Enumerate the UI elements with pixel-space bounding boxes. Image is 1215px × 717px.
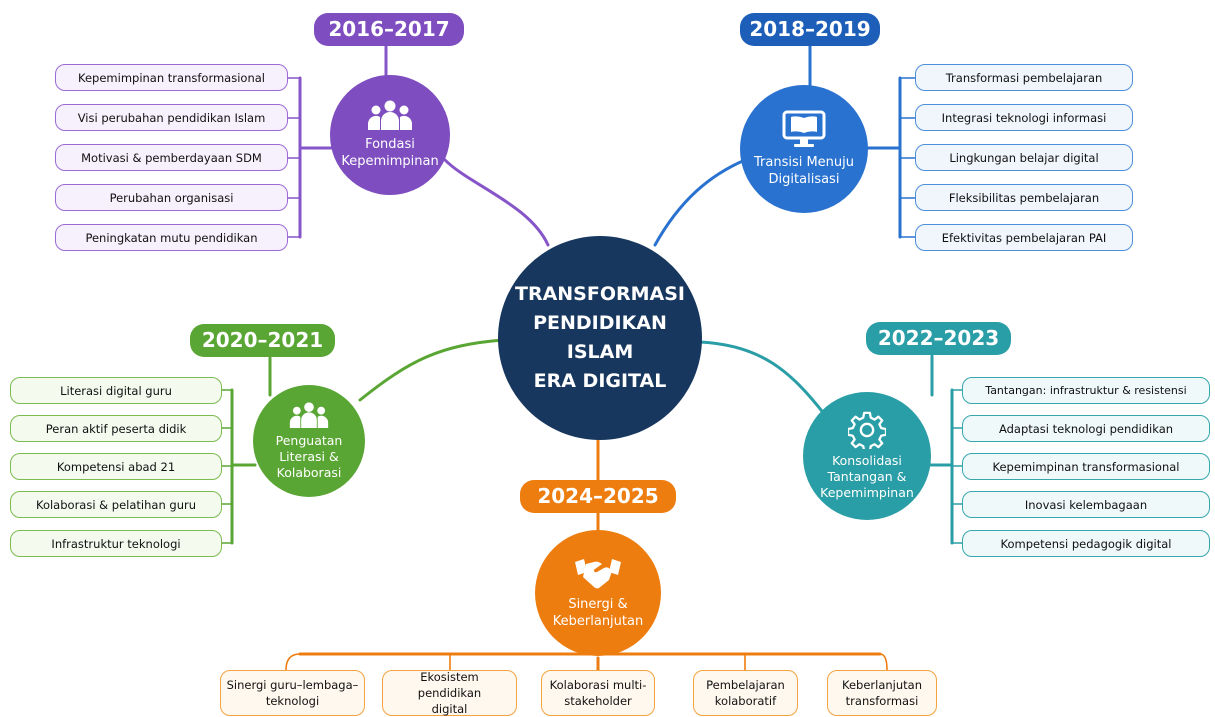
list-item: Visi perubahan pendidikan Islam (55, 104, 288, 131)
list-item: Fleksibilitas pembelajaran (915, 184, 1133, 211)
hub-fondasi-kepemimpinan: Fondasi Kepemimpinan (330, 75, 450, 195)
list-item: Kepemimpinan transformasional (962, 453, 1210, 480)
year-badge-2016: 2016–2017 (314, 13, 464, 46)
list-item: Tantangan: infrastruktur & resistensi (962, 377, 1210, 404)
list-item: Peningkatan mutu pendidikan (55, 224, 288, 251)
hub-title-line: Penguatan (275, 433, 343, 448)
hub-title-line: Fondasi (365, 137, 415, 152)
list-item-line: Keberlanjutan (841, 678, 922, 692)
central-topic-title: TRANSFORMASI PENDIDIKAN ISLAM ERA DIGITA… (498, 280, 702, 396)
list-item: Kepemimpinan transformasional (55, 64, 288, 91)
list-item: Inovasi kelembagaan (962, 491, 1210, 518)
hub-title-line: Sinergi & (568, 597, 628, 612)
list-item: Ekosistem pendidikan digital (382, 670, 517, 716)
list-item: Motivasi & pemberdayaan SDM (55, 144, 288, 171)
list-item: Pembelajaran kolaboratif (693, 670, 798, 716)
central-topic: TRANSFORMASI PENDIDIKAN ISLAM ERA DIGITA… (498, 236, 702, 440)
hub-transisi-digitalisasi: Transisi Menuju Digitalisasi (740, 85, 868, 213)
central-title-line: ERA DIGITAL (533, 370, 667, 392)
year-badge-2020: 2020–2021 (190, 324, 335, 357)
hub-sinergi-keberlanjutan: Sinergi & Keberlanjutan (535, 530, 661, 656)
hub-title-line: Transisi Menuju (753, 155, 855, 170)
list-item: Kolaborasi & pelatihan guru (10, 491, 222, 518)
branch-connectors-2018 (653, 43, 916, 247)
hub-penguatan-literasi: Penguatan Literasi & Kolaborasi (253, 385, 365, 497)
list-item-line: teknologi (265, 694, 320, 708)
list-item: Kompetensi abad 21 (10, 453, 222, 480)
list-item: Keberlanjutan transformasi (827, 670, 937, 716)
list-item-line: Kolaborasi multi- (549, 678, 647, 692)
list-item: Literasi digital guru (10, 377, 222, 404)
monitor-book-icon (782, 110, 826, 147)
people-group-icon (289, 402, 329, 429)
branch-connectors-2022 (698, 340, 963, 545)
hub-title: Penguatan Literasi & Kolaborasi (276, 433, 343, 481)
list-item-line: stakeholder (564, 694, 632, 708)
branch-connectors-2020 (221, 338, 505, 545)
hub-title-line: Digitalisasi (768, 172, 840, 187)
list-item-line: Pembelajaran (706, 678, 785, 692)
hub-title: Konsolidasi Tantangan & Kepemimpinan (820, 453, 914, 501)
hub-title-line: Kepemimpinan (341, 154, 439, 169)
hub-title-line: Literasi & (279, 449, 339, 464)
hub-title: Transisi Menuju Digitalisasi (754, 154, 854, 188)
hub-title: Fondasi Kepemimpinan (341, 136, 438, 170)
hub-title-line: Konsolidasi (832, 453, 902, 468)
list-item-line: Sinergi guru–lembaga– (226, 678, 359, 692)
hub-title-line: Keberlanjutan (552, 614, 644, 629)
list-item: Lingkungan belajar digital (915, 144, 1133, 171)
hub-title: Sinergi & Keberlanjutan (553, 596, 643, 630)
list-item-line: Ekosistem pendidikan (417, 670, 482, 700)
year-badge-2018: 2018–2019 (740, 13, 880, 46)
hub-title-line: Kolaborasi (276, 465, 342, 480)
list-item: Adaptasi teknologi pendidikan (962, 415, 1210, 442)
hub-title-line: Tantangan & (827, 469, 907, 484)
list-item-line: digital (431, 702, 468, 716)
list-item: Kolaborasi multi- stakeholder (541, 670, 655, 716)
handshake-icon (575, 559, 621, 589)
year-badge-2022: 2022–2023 (866, 322, 1011, 355)
central-title-line: TRANSFORMASI (514, 283, 685, 305)
list-item: Efektivitas pembelajaran PAI (915, 224, 1133, 251)
list-item: Perubahan organisasi (55, 184, 288, 211)
people-group-icon (368, 100, 412, 130)
central-title-line: PENDIDIKAN ISLAM (533, 312, 667, 363)
list-item: Transformasi pembelajaran (915, 64, 1133, 91)
gear-icon (848, 411, 886, 449)
list-item-line: transformasi (845, 694, 919, 708)
branch-connectors-2016 (287, 43, 550, 247)
hub-title-line: Kepemimpinan (820, 485, 914, 500)
list-item: Peran aktif peserta didik (10, 415, 222, 442)
hub-konsolidasi-tantangan: Konsolidasi Tantangan & Kepemimpinan (803, 392, 931, 520)
year-badge-2024: 2024–2025 (520, 480, 676, 513)
list-item-line: kolaboratif (714, 694, 777, 708)
list-item: Kompetensi pedagogik digital (962, 530, 1210, 557)
list-item: Infrastruktur teknologi (10, 530, 222, 557)
list-item: Integrasi teknologi informasi (915, 104, 1133, 131)
list-item: Sinergi guru–lembaga– teknologi (220, 670, 365, 716)
